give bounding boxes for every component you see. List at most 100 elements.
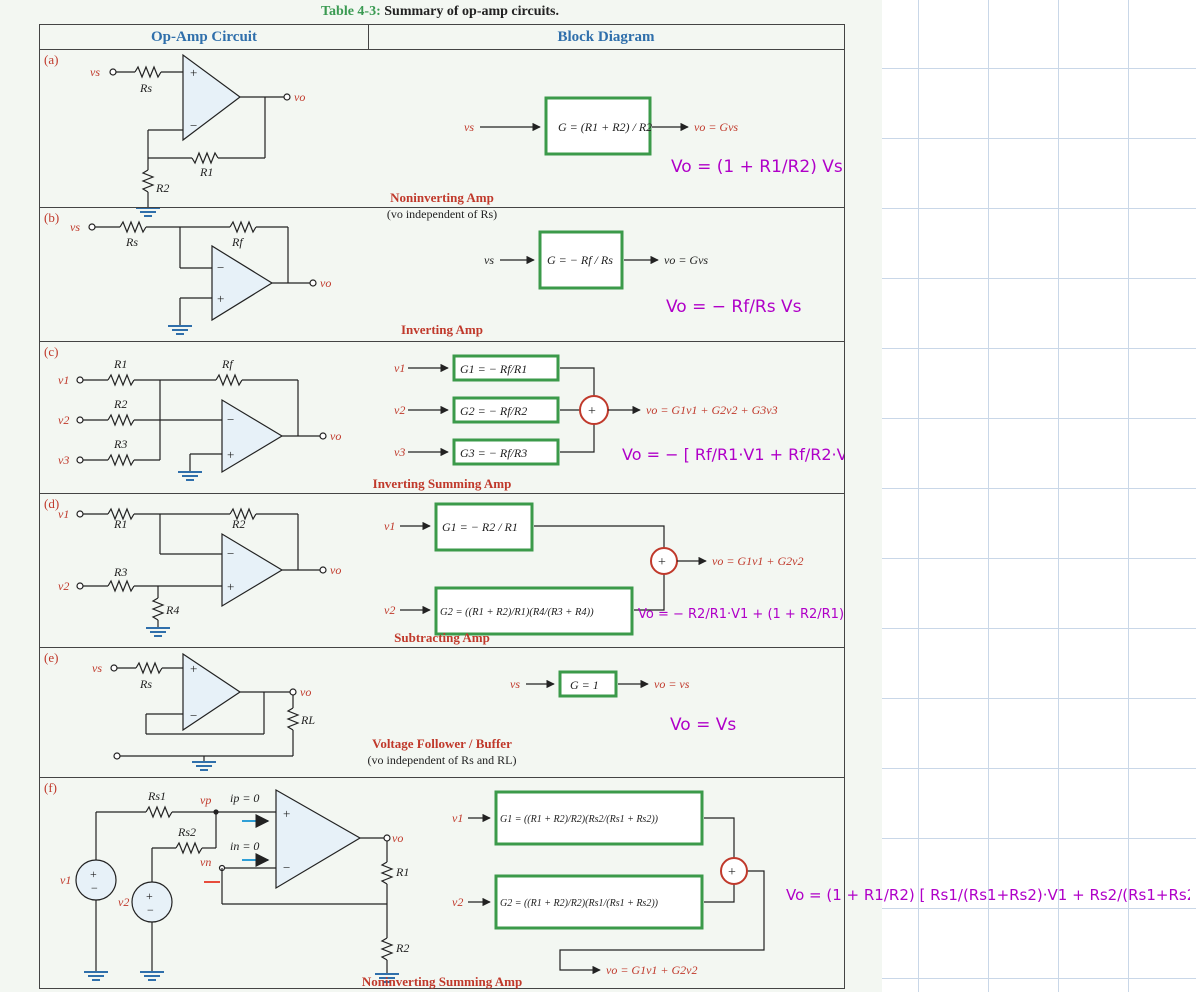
svg-text:+: + [190, 661, 197, 676]
gain-block-2 [434, 586, 634, 636]
rs1-label: Rs1 [147, 789, 166, 803]
summing-circuit [76, 373, 327, 481]
v1-label: v1 [58, 507, 69, 521]
gain-formula: G = − Rf / Rs [547, 253, 613, 267]
vo-label: vo [330, 563, 341, 577]
row-letter: (b) [44, 210, 59, 225]
gain-block [544, 96, 652, 156]
rs2-label: Rs2 [177, 825, 196, 839]
handwritten-note: Vo = − [ Rf/R1·V1 + Rf/R2·V2 + Rf/R3·V3 … [622, 445, 844, 464]
gain-formula: G = (R1 + R2) / R2 [558, 120, 652, 134]
subtracting-circuit [76, 507, 327, 637]
ip-label: ip = 0 [230, 791, 259, 805]
block-v2-label: v2 [384, 603, 395, 617]
row-letter: (f) [44, 780, 57, 795]
r3-label: R3 [113, 565, 127, 579]
vo-label: vo [320, 276, 331, 290]
output-formula: vo = G1v1 + G2v2 + G3v3 [646, 403, 778, 417]
svg-text:−: − [227, 546, 234, 561]
circuit-note: (vo independent of Rs and RL) [368, 753, 517, 767]
svg-text:−: − [91, 881, 98, 895]
v2-label: v2 [58, 579, 69, 593]
gain-block-3 [452, 438, 560, 466]
row-voltage-follower: (e) [40, 647, 844, 778]
handwritten-note: Vo = − R2/R1·V1 + (1 + R2/R1)(R4/(R3+R4)… [638, 607, 844, 622]
grid-paper-background [880, 0, 1196, 992]
row-letter: (a) [44, 52, 58, 67]
block-vs-label: vs [510, 677, 520, 691]
block-vs-label: vs [464, 120, 474, 134]
block-v2-label: v2 [452, 895, 463, 909]
row-inverting: (b) [40, 207, 844, 342]
row-letter: (d) [44, 496, 59, 511]
row-letter: (e) [44, 650, 58, 665]
svg-text:+: + [190, 65, 197, 80]
svg-text:+: + [146, 889, 153, 903]
circuit-name: Inverting Amp [401, 322, 483, 337]
r1-label: R1 [113, 517, 127, 531]
r4-label: R4 [165, 603, 179, 617]
output-formula: vo = G1v1 + G2v2 [712, 554, 804, 568]
vs-label: vs [70, 220, 80, 234]
noninverting-circuit [109, 53, 291, 217]
vs-label: vs [92, 661, 102, 675]
block-vs-label: vs [484, 253, 494, 267]
svg-text:−: − [283, 860, 290, 875]
handwritten-note: Vo = (1 + R1/R2) Vs [671, 157, 843, 177]
g2-formula: G2 = − Rf/R2 [460, 404, 527, 418]
v1-label: v1 [58, 373, 69, 387]
row-subtracting: (d) [40, 493, 953, 648]
row-noninverting-summing: (f) [40, 777, 844, 990]
vo-label: vo [300, 685, 311, 699]
svg-text:+: + [217, 291, 224, 306]
vp-label: vp [200, 793, 211, 807]
svg-text:−: − [217, 260, 224, 275]
row-b-figure: (b) [44, 210, 802, 337]
rs-label: Rs [125, 235, 138, 249]
handwritten-note-f: Vo = (1 + R1/R2) [ Rs1/(Rs1+Rs2)·V1 + Rs… [786, 886, 1190, 904]
gain-block [538, 230, 624, 290]
column-header-circuit: Op-Amp Circuit [40, 25, 369, 49]
gain-block-2 [452, 396, 560, 424]
summing-junction [720, 857, 748, 885]
svg-text:+: + [728, 865, 736, 880]
svg-text:+: + [283, 806, 290, 821]
g1-formula: G1 = − Rf/R1 [460, 362, 527, 376]
gain-formula: G = 1 [570, 678, 599, 692]
column-header-block: Block Diagram [557, 29, 655, 45]
gain-block [558, 670, 618, 698]
output-formula: vo = G1v1 + G2v2 [606, 963, 698, 977]
v3-label: v3 [58, 453, 69, 467]
svg-text:+: + [90, 867, 97, 881]
svg-text:−: − [190, 118, 197, 133]
v2-label: v2 [58, 413, 69, 427]
gain-block-1 [434, 502, 534, 552]
table-title: Table 4-3: Summary of op-amp circuits. [0, 4, 880, 20]
circuit-name: Noninverting Amp [390, 190, 494, 205]
rs-label: Rs [139, 81, 152, 95]
circuit-name: Noninverting Summing Amp [362, 974, 522, 989]
v1-label: v1 [60, 873, 71, 887]
handwritten-note: Vo = (1 + R1/R2) [ Rs1/(Rs1+Rs2)·V1 + Rs… [786, 886, 1190, 904]
g3-formula: G3 = − Rf/R3 [460, 446, 527, 460]
summary-table: Op-Amp Circuit Block Diagram (a) [39, 24, 962, 990]
output-formula: vo = Gvs [694, 120, 738, 134]
circuit-note: (vo independent of Rs) [387, 207, 497, 221]
block-v3-label: v3 [394, 445, 405, 459]
r1-label: R1 [113, 357, 127, 371]
row-d-figure: (d) [44, 496, 953, 645]
r2-label: R2 [231, 517, 245, 531]
g1-formula: G1 = − R2 / R1 [442, 520, 518, 534]
block-v1-label: v1 [394, 361, 405, 375]
block-v1-label: v1 [452, 811, 463, 825]
v2-label: v2 [118, 895, 129, 909]
svg-text:−: − [227, 412, 234, 427]
row-inverting-summing: (c) [40, 341, 962, 494]
noninverting-summing-circuit [75, 788, 399, 983]
row-noninverting: (a) [40, 49, 844, 230]
r1-label: R1 [395, 865, 409, 879]
table-caption: Summary of op-amp circuits. [384, 4, 559, 19]
row-letter: (c) [44, 344, 58, 359]
r1-label: R1 [199, 165, 213, 179]
g1-formula: G1 = ((R1 + R2)/R2)(Rs2/(Rs1 + Rs2)) [500, 814, 659, 825]
